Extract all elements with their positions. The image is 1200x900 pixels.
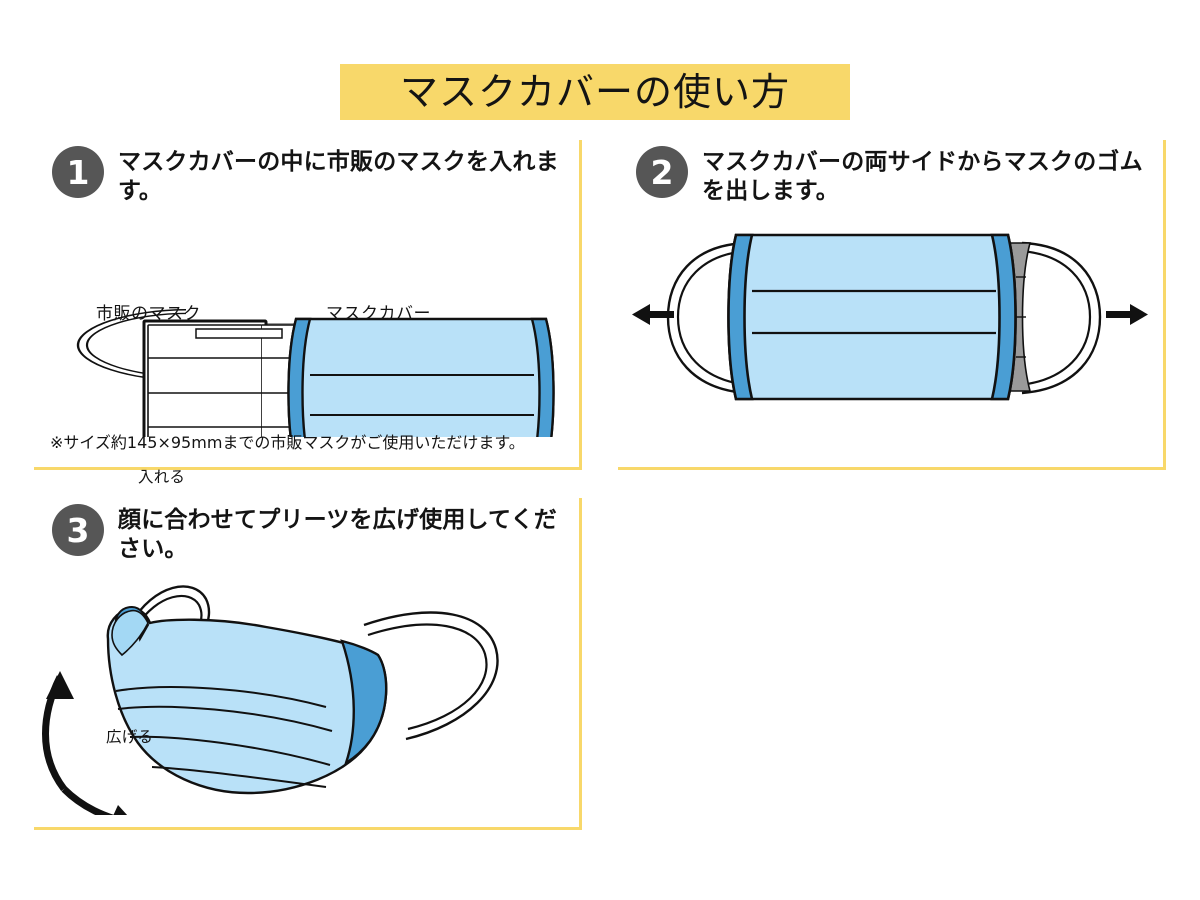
mask-pleat-4: [151, 765, 327, 788]
step-3-header: 3 顔に合わせてプリーツを広げ使用してください。: [34, 498, 579, 565]
step-2-title: マスクカバーの両サイドからマスクのゴムを出します。: [702, 149, 1143, 205]
step-3-title: 顔に合わせてプリーツを広げ使用してください。: [118, 507, 557, 563]
page-title: マスクカバーの使い方: [399, 70, 790, 114]
ear-loop-right: [363, 611, 499, 741]
ear-loop-right-inner: [1019, 249, 1092, 386]
left-arrow-icon: [632, 303, 674, 325]
step-1-footnote: ※サイズ約145×95mmまでの市販マスクがご使用いただけます。: [50, 433, 525, 452]
mask-cover-band-right: [530, 317, 555, 437]
step-panel-3: 3 顔に合わせてプリーツを広げ使用してください。: [34, 498, 582, 830]
step-1-header: 1 マスクカバーの中に市販のマスクを入れます。: [34, 140, 579, 207]
mask-pleat-1: [115, 686, 327, 708]
step-panel-1: 1 マスクカバーの中に市販のマスクを入れます。 市販のマスク マスクカバー: [34, 140, 582, 486]
mask-inner-shade: [111, 609, 149, 656]
note-expand: 広げる: [106, 727, 154, 746]
step-1-title: マスクカバーの中に市販のマスクを入れます。: [118, 149, 559, 205]
note-insert: 入れる: [138, 467, 186, 486]
page-title-banner: マスクカバーの使い方: [340, 64, 850, 120]
step-1-number-badge: 1: [52, 146, 104, 198]
step-2-number-badge: 2: [636, 146, 688, 198]
ear-loop-left-inner: [85, 312, 187, 378]
mask-pleat-3: [129, 735, 331, 766]
step-panel-2: 2 マスクカバーの両サイドからマスクのゴムを出します。: [618, 140, 1166, 470]
mask-cover-band-right: [990, 233, 1017, 401]
ear-loop-left: [76, 308, 187, 382]
step-2-figure: [618, 207, 1163, 447]
mask-cover-body: [727, 233, 1017, 401]
expand-arrow-icon: [42, 670, 128, 815]
step-1-figure: 市販のマスク マスクカバー: [34, 207, 579, 486]
commercial-mask-inner: [147, 324, 263, 437]
step-3-number-badge: 3: [52, 504, 104, 556]
step-2-header: 2 マスクカバーの両サイドからマスクのゴムを出します。: [618, 140, 1163, 207]
step-3-figure: 広げる: [34, 565, 579, 815]
step-3-illustration: [42, 585, 499, 815]
mask-cover-band-left: [287, 317, 312, 437]
mask-cover-band-left: [727, 233, 754, 401]
mask-band-right: [340, 639, 388, 766]
ear-loop-right-inner: [367, 623, 488, 730]
mask-cover-body: [287, 317, 555, 437]
label-mask-cover: マスクカバー: [326, 303, 431, 324]
step-2-illustration: [632, 233, 1148, 401]
label-commercial-mask: 市販のマスク: [96, 303, 201, 324]
ear-loop-right: [1021, 241, 1102, 395]
step-1-illustration: [76, 308, 555, 437]
right-arrow-icon: [1106, 303, 1148, 325]
mask-nose-wire: [195, 328, 283, 339]
mask-pleat-2: [117, 705, 333, 732]
ear-loop-left-inner: [676, 249, 749, 386]
